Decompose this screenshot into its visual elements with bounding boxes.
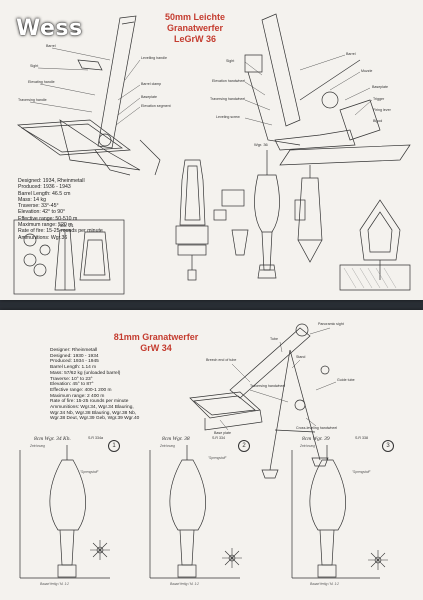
spec-line: Rate of fire: 15-25 rounds per minute [50,399,129,405]
legrw36-drawings [13,13,411,295]
right-label: Firing lever [373,108,391,112]
grw34-specs: Designer: Rheinmetall Designed: 1930 - 1… [50,348,139,422]
shell-1-note: "Sprengstoff" [80,470,99,474]
shell-2-ref: S.R 334 [212,436,225,440]
shell-2-body [169,459,206,531]
shell-1-caption: Zeichnung [30,444,45,448]
shell-2-caption: Zeichnung [160,444,175,448]
mortar-label: Traversing handwheel [250,384,286,388]
shell-2-note: "Sprengstoff" [208,456,227,460]
left-mortar-barrel [97,15,137,149]
left-label: Barrel clamp [141,82,162,86]
top-blueprint-sheet: Wess 50mm Leichte Granatwerfer LeGrW 36 … [0,0,423,300]
shell-3-note: "Sprengstoff" [352,470,371,474]
spec-line: Mass: 14 kg [18,196,46,203]
inset-label: Abb. 21 [58,223,74,228]
right-label: Sight [226,59,235,63]
left-label: Levelling handle [141,56,167,60]
shell-3-caption: Zeichnung [300,444,315,448]
spec-line: Ammunitions: Wgr.36 [18,234,68,241]
spec-line: Wgr.38 Deut, Wgr.39 Geb, Wgr.39 Wgr.40 [50,416,140,422]
mortar-label: Stand [296,355,306,359]
spec-line: Mass: 57/62 kg (unloaded barrel) [50,370,121,376]
right-label: Traversing handwheel [210,97,246,101]
mortar-label: Guide tube [337,378,355,382]
shell-1-number: 1 [108,440,120,452]
grw34-baseplate [189,391,261,419]
left-label: Baseplate [141,95,157,99]
grw34-drawings [19,323,388,579]
right-label: Baseplate [372,85,388,89]
shell-3-footer: Bauart fertig / M. 1:2 [310,582,339,586]
shell-2-title: 8cm Wgr. 38 [162,436,190,442]
mortar-label: Breech end of tube [206,358,237,362]
right-baseplate [279,144,411,166]
right-label: Leveling screw [216,115,240,119]
spec-line: Maximum range: 2 400 m [50,393,105,399]
shell-3-number: 3 [382,440,394,452]
spec-line: Elevation: 45° to 87° [50,382,94,388]
legrw36-title-line2: LeGrW 36 [173,34,216,44]
left-baseplate [17,119,131,156]
spec-line: Rate of fire: 15-25 rounds per minute [18,228,103,235]
mortar-label: Tube [270,337,279,341]
legrw36-title-line1: 50mm Leichte Granatwerfer [164,12,226,33]
shell-body [254,174,280,233]
spec-line: Traverse: 10° to 23° [50,376,93,382]
shell-label: Wgr. 36 [254,142,268,147]
watermark-text: Wess [16,16,83,41]
left-label: Elevating handle [28,80,55,84]
shell-1-ref: S.R 334a [88,436,103,440]
spec-line: Effective range: 50-510 m [18,215,78,222]
mortar-label: Panoramic sight [318,322,344,326]
shell-1-body [49,459,86,531]
spec-line: Maximum range: 520 m [18,222,73,229]
inset-frame [13,219,125,295]
spec-line: Designed: 1930 - 1934 [50,353,99,359]
grw34-title: 81mm Granatwerfer GrW 34 [106,332,206,354]
right-mortar-barrel [261,13,301,127]
spec-line: Elevation: 42° to 90° [18,209,66,216]
legrw36-title: 50mm Leichte Granatwerfer LeGrW 36 [140,12,250,45]
spec-line: Effective range: 400-1 200 m [50,387,112,393]
grw34-title-line2: GrW 34 [140,343,172,353]
left-label: Sight [30,64,39,68]
spec-line: Wgr.34 Nb, Wgr.38 Blauring, Wgr.38 Nb, [50,410,137,416]
grw34-title-line1: 81mm Granatwerfer [113,332,199,342]
shell-1-title: 8cm Wgr. 34 Kh. [34,436,71,442]
shell-3-body [309,459,346,531]
left-label: Traversing handle [18,98,47,102]
shell-1-footer: Bauart fertig / M. 1:2 [40,582,69,586]
spec-line: Produced: 1936 - 1943 [18,184,71,191]
right-label: Elevation handwheel [212,79,246,83]
left-sight [77,59,103,71]
spec-line: Designed: 1934, Rheinmetall [18,178,85,184]
mortar-label: Cross-leveling handwheel [296,426,338,430]
right-label: Muzzle [361,69,373,73]
spec-line: Ammunitions: Wgr.34, Wgr.34 Blauring, [50,405,134,411]
left-bipod-frame [59,119,141,171]
spec-line: Traverse: 33°-45° [18,203,59,210]
shell-2-number: 2 [238,440,250,452]
shell-2-footer: Bauart fertig / M. 1:2 [170,582,199,586]
shell-3-title: 8cm Wgr. 39 [302,436,330,442]
right-label: Bipod [373,119,383,123]
spec-line: Barrel Length: 46.5 cm [18,190,71,197]
component-cutaway [179,159,206,226]
left-label: Barrel [46,44,56,48]
left-label: Elevation segment [141,104,171,108]
grw34-bipod-leg-left [269,349,291,471]
bottom-blueprint-sheet: 81mm Granatwerfer GrW 34 Designer: Rhein… [0,310,423,600]
shell-3-ref: S.R 338 [355,436,368,440]
right-label: Trigger [373,97,385,101]
right-label: Barrel [346,52,356,56]
spec-line: Designer: Rheinmetall [50,348,98,353]
legrw36-specs: Designed: 1934, Rheinmetall Produced: 19… [18,178,103,241]
spec-line: Barrel Length: 1.14 m [50,365,97,371]
spec-line: Produced: 1934 - 1945 [50,359,99,365]
grw34-barrel [229,327,311,399]
mortar-label: Base plate [214,431,231,435]
